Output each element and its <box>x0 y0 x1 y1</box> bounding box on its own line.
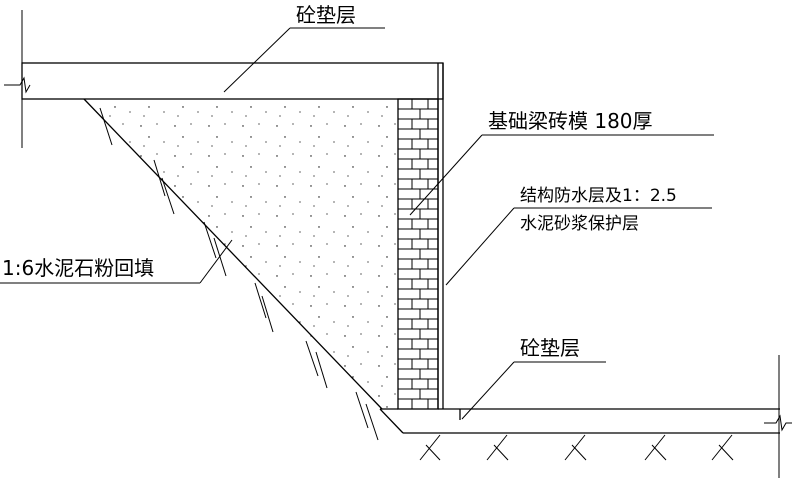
leader-top-concrete-cushion: 砼垫层 <box>223 3 385 93</box>
label-foundation-beam-brick-formwork: 基础梁砖模 180厚 <box>488 109 653 133</box>
ground-hatching <box>419 434 734 461</box>
leader-bottom-concrete-cushion: 砼垫层 <box>461 336 606 420</box>
label-top-concrete-cushion: 砼垫层 <box>296 3 356 27</box>
slope-hatching <box>99 107 379 441</box>
leader-waterproof-layer: 结构防水层及1：2.5 水泥砂浆保护层 <box>445 186 712 286</box>
right-break-line <box>764 355 792 478</box>
top-concrete-cushion-layer <box>21 62 444 100</box>
bottom-concrete-cushion-layer <box>379 408 780 434</box>
brick-formwork-wall <box>397 98 439 410</box>
label-waterproof-line1: 结构防水层及1：2.5 <box>520 186 677 206</box>
label-waterproof-line2: 水泥砂浆保护层 <box>520 214 639 234</box>
label-bottom-concrete-cushion: 砼垫层 <box>520 336 580 360</box>
leader-backfill: 1:6水泥石粉回填 <box>0 239 233 284</box>
label-backfill: 1:6水泥石粉回填 <box>2 256 154 280</box>
backfill-region <box>83 98 398 410</box>
leader-foundation-beam-brick: 基础梁砖模 180厚 <box>409 109 714 216</box>
left-break-line <box>4 10 31 148</box>
waterproof-layer-line <box>437 63 444 409</box>
